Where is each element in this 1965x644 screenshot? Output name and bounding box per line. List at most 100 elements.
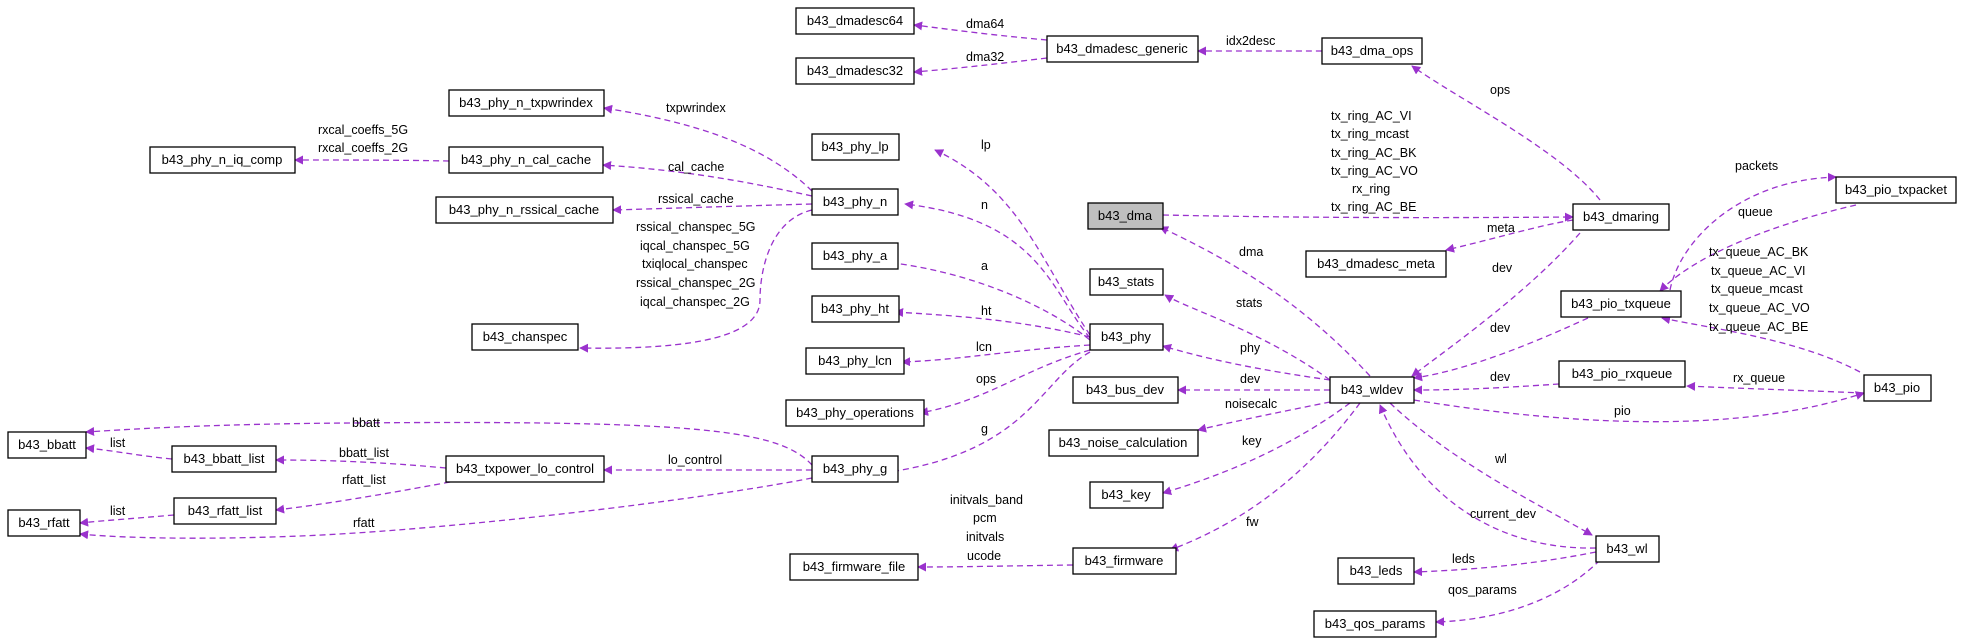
edge-label-ring-6: tx_ring_AC_BE: [1331, 200, 1416, 214]
edge-label-dma32: dma32: [966, 50, 1004, 64]
edge-rssical-cache: [612, 203, 813, 215]
node-label: b43_key: [1101, 487, 1151, 502]
node-b43-rfatt[interactable]: b43_rfatt: [7, 509, 81, 537]
edge-meta: [1445, 219, 1574, 253]
node-b43-leds[interactable]: b43_leds: [1337, 557, 1415, 585]
node-label: b43_firmware_file: [803, 559, 906, 574]
node-b43-firmware[interactable]: b43_firmware: [1072, 547, 1177, 575]
edge-label-chanspec-3: txiqlocal_chanspec: [642, 257, 748, 271]
node-b43-dma-ops[interactable]: b43_dma_ops: [1321, 37, 1423, 65]
edge-label-rxcal-1: rxcal_coeffs_5G: [318, 123, 408, 137]
node-b43-dmadesc64[interactable]: b43_dmadesc64: [795, 7, 915, 35]
edge-label-rssical-cache: rssical_cache: [658, 192, 734, 206]
edge-label-n: n: [981, 198, 988, 212]
node-label: b43_firmware: [1085, 553, 1164, 568]
node-b43-txpower-lo-control[interactable]: b43_txpower_lo_control: [445, 455, 605, 483]
node-b43-pio-txqueue[interactable]: b43_pio_txqueue: [1560, 290, 1682, 318]
edge-label-wl: wl: [1494, 452, 1507, 466]
edge-label-rfatt: rfatt: [353, 516, 375, 530]
node-b43-dmadesc32[interactable]: b43_dmadesc32: [795, 57, 915, 85]
edge-label-a: a: [981, 259, 988, 273]
node-b43-dmaring[interactable]: b43_dmaring: [1572, 203, 1670, 231]
node-label: b43_phy_lp: [821, 139, 888, 154]
node-label: b43_phy_operations: [796, 405, 914, 420]
node-b43-wl[interactable]: b43_wl: [1595, 535, 1660, 563]
edge-wl: [1389, 402, 1593, 536]
edge-label-ops-phy: ops: [976, 372, 996, 386]
node-b43-phy-n[interactable]: b43_phy_n: [811, 188, 899, 216]
node-b43-chanspec[interactable]: b43_chanspec: [471, 323, 579, 351]
node-b43-pio-rxqueue[interactable]: b43_pio_rxqueue: [1558, 360, 1686, 388]
node-b43-phy-lcn[interactable]: b43_phy_lcn: [805, 347, 905, 375]
edge-label-dev-rxq: dev: [1490, 370, 1511, 384]
edge-label-dma64: dma64: [966, 17, 1004, 31]
edge-label-dev-txq: dev: [1490, 321, 1511, 335]
node-b43-pio[interactable]: b43_pio: [1863, 374, 1932, 402]
edge-label-ops-dma: ops: [1490, 83, 1510, 97]
edge-label-txq-5: tx_queue_AC_BE: [1709, 320, 1808, 334]
node-label: b43_dmaring: [1583, 209, 1659, 224]
edge-dma64: [913, 21, 1048, 41]
edge-leds: [1413, 551, 1597, 577]
edge-label-lp: lp: [981, 138, 991, 152]
node-b43-rfatt-list[interactable]: b43_rfatt_list: [173, 497, 277, 525]
edge-list-rfatt: [79, 514, 175, 527]
node-b43-key[interactable]: b43_key: [1089, 481, 1164, 509]
edge-label-lcn: lcn: [976, 340, 992, 354]
edge-label-ht: ht: [981, 304, 992, 318]
node-b43-pio-txpacket[interactable]: b43_pio_txpacket: [1835, 176, 1957, 204]
node-label: b43_wl: [1606, 541, 1647, 556]
node-b43-phy-g[interactable]: b43_phy_g: [811, 455, 899, 483]
node-b43-bbatt[interactable]: b43_bbatt: [7, 431, 87, 459]
node-label: b43_dmadesc64: [807, 13, 903, 28]
edge-label-ring-2: tx_ring_mcast: [1331, 127, 1409, 141]
edge-current-dev: [1379, 404, 1597, 549]
edge-label-key: key: [1242, 434, 1262, 448]
node-b43-noise-calculation[interactable]: b43_noise_calculation: [1048, 429, 1199, 457]
node-b43-dma[interactable]: b43_dma: [1087, 202, 1164, 230]
node-b43-phy-a[interactable]: b43_phy_a: [811, 242, 899, 270]
node-b43-phy-lp[interactable]: b43_phy_lp: [811, 133, 900, 161]
node-label: b43_bbatt: [18, 437, 76, 452]
node-label: b43_phy_n_rssical_cache: [449, 202, 599, 217]
node-b43-dmadesc-generic[interactable]: b43_dmadesc_generic: [1046, 35, 1199, 63]
node-b43-dmadesc-meta[interactable]: b43_dmadesc_meta: [1305, 250, 1447, 278]
node-b43-phy-operations[interactable]: b43_phy_operations: [785, 399, 925, 427]
edge-label-chanspec-1: rssical_chanspec_5G: [636, 220, 756, 234]
edge-label-qos: qos_params: [1448, 583, 1517, 597]
edge-ops-phy: [919, 349, 1091, 416]
edge-stats: [1164, 294, 1331, 381]
edge-label-ring-3: tx_ring_AC_BK: [1331, 146, 1417, 160]
edge-label-g: g: [981, 422, 988, 436]
node-b43-phy-n-rssical-cache[interactable]: b43_phy_n_rssical_cache: [435, 196, 614, 224]
edge-ops-dma: [1411, 65, 1601, 201]
edge-label-fw: fw: [1246, 515, 1259, 529]
edge-ring: [1162, 212, 1574, 222]
edge-n: [904, 200, 1091, 339]
edge-queue: [1659, 204, 1857, 292]
node-label: b43_bus_dev: [1086, 382, 1165, 397]
nodes: b43_dmadesc64 b43_dmadesc32 b43_dmadesc_…: [7, 7, 1957, 638]
node-label: b43_qos_params: [1325, 616, 1426, 631]
node-label: b43_bbatt_list: [184, 451, 265, 466]
node-label: b43_wldev: [1341, 382, 1404, 397]
node-b43-phy-ht[interactable]: b43_phy_ht: [811, 295, 900, 323]
node-b43-qos-params[interactable]: b43_qos_params: [1313, 610, 1437, 638]
node-b43-bbatt-list[interactable]: b43_bbatt_list: [171, 445, 277, 473]
node-b43-wldev[interactable]: b43_wldev: [1329, 376, 1415, 404]
node-b43-phy[interactable]: b43_phy: [1089, 323, 1164, 351]
node-label: b43_dma_ops: [1331, 43, 1414, 58]
node-b43-phy-n-cal-cache[interactable]: b43_phy_n_cal_cache: [448, 146, 604, 174]
node-b43-bus-dev[interactable]: b43_bus_dev: [1072, 376, 1179, 404]
edge-chanspec: [579, 209, 813, 353]
node-b43-phy-n-txpwrindex[interactable]: b43_phy_n_txpwrindex: [448, 89, 605, 117]
node-label: b43_dmadesc_generic: [1056, 41, 1188, 56]
edge-label-dma: dma: [1239, 245, 1263, 259]
node-b43-stats[interactable]: b43_stats: [1089, 268, 1164, 296]
edge-label-rfatt-list: rfatt_list: [342, 473, 386, 487]
edge-pio: [1413, 391, 1865, 423]
node-b43-firmware-file[interactable]: b43_firmware_file: [789, 553, 919, 581]
node-b43-phy-n-iq-comp[interactable]: b43_phy_n_iq_comp: [149, 146, 296, 174]
edge-dma32: [913, 57, 1048, 76]
edge-label-ring-1: tx_ring_AC_VI: [1331, 109, 1412, 123]
